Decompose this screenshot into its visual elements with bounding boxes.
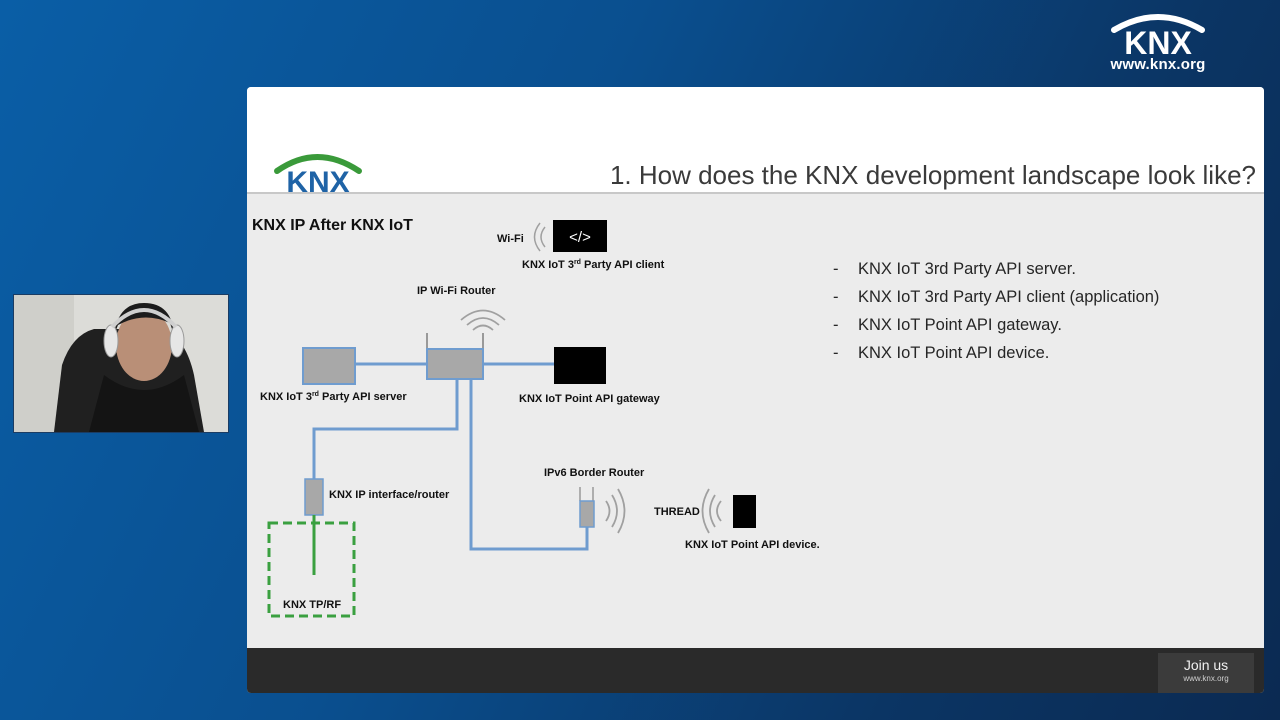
border-router-waves-icon [605, 488, 626, 534]
slide-title: 1. How does the KNX development landscap… [609, 160, 1256, 190]
slide-header [247, 87, 1264, 193]
bullet-item: KNX IoT Point API device. [833, 343, 1159, 371]
bullet-item: KNX IoT Point API gateway. [833, 315, 1159, 343]
network-links [312, 362, 589, 551]
diagram-heading: KNX IP After KNX IoT [252, 217, 413, 234]
presentation-slide: KNX KNX IP After KNX IoT Wi-Fi </> KNX I… [247, 87, 1264, 693]
presenter-webcam [13, 294, 229, 433]
knx-logo-arc-icon [274, 154, 362, 174]
server-label-sup: rd [312, 391, 319, 398]
feature-bullet-list: KNX IoT 3rd Party API server. KNX IoT 3r… [833, 259, 1159, 371]
api-gateway-box [554, 347, 606, 384]
link-router-border [469, 379, 589, 551]
gateway-label: KNX IoT Point API gateway [519, 393, 661, 405]
link-router-interface [312, 379, 459, 479]
knx-architecture-diagram: KNX KNX IP After KNX IoT Wi-Fi </> KNX I… [252, 154, 820, 618]
corner-knx-logo: KNX www.knx.org [1100, 8, 1216, 78]
router-wifi-icon [460, 309, 506, 331]
device-label: KNX IoT Point API device. [685, 539, 820, 551]
join-us-label: Join us [1183, 657, 1229, 673]
tp-rf-zone [267, 521, 356, 618]
tp-rf-label: KNX TP/RF [283, 599, 341, 611]
slide-knx-logo: KNX [274, 154, 362, 199]
bullet-item: KNX IoT 3rd Party API client (applicatio… [833, 287, 1159, 315]
wifi-label: Wi-Fi [497, 233, 524, 245]
header-divider [247, 192, 1264, 194]
bullet-item: KNX IoT 3rd Party API server. [833, 259, 1159, 287]
slide-logo-text: KNX [286, 166, 349, 199]
server-label-rest: Party API server [319, 391, 407, 403]
corner-url: www.knx.org [1110, 56, 1206, 73]
server-label: KNX IoT 3rd Party API server [260, 391, 407, 403]
server-label-text: KNX IoT 3 [260, 391, 312, 403]
slide-footer: Join us www.knx.org [247, 648, 1264, 693]
api-server-box [302, 347, 356, 385]
border-router-box [579, 500, 595, 528]
code-icon: </> [569, 229, 591, 246]
client-label-sup: rd [574, 259, 581, 266]
api-client-box [553, 220, 607, 252]
interface-label: KNX IP interface/router [329, 489, 450, 501]
corner-logo-text: KNX [1124, 25, 1192, 58]
wifi-waves-icon [533, 222, 546, 252]
router-label: IP Wi-Fi Router [417, 285, 496, 297]
client-label-rest: Party API client [581, 259, 665, 271]
ip-interface-box [304, 478, 324, 516]
thread-waves-icon [701, 488, 722, 534]
knx-arc-logo-icon: KNX [1111, 14, 1205, 61]
join-us-url: www.knx.org [1183, 674, 1229, 683]
join-us-banner[interactable]: Join us www.knx.org [1158, 653, 1254, 693]
presenter-video-icon [14, 295, 228, 432]
border-router-label: IPv6 Border Router [544, 467, 645, 479]
wifi-router-box [426, 348, 484, 380]
thread-label: THREAD [654, 506, 700, 518]
client-label: KNX IoT 3rd Party API client [522, 259, 665, 271]
point-api-device-box [733, 495, 756, 528]
client-label-text: KNX IoT 3 [522, 259, 574, 271]
